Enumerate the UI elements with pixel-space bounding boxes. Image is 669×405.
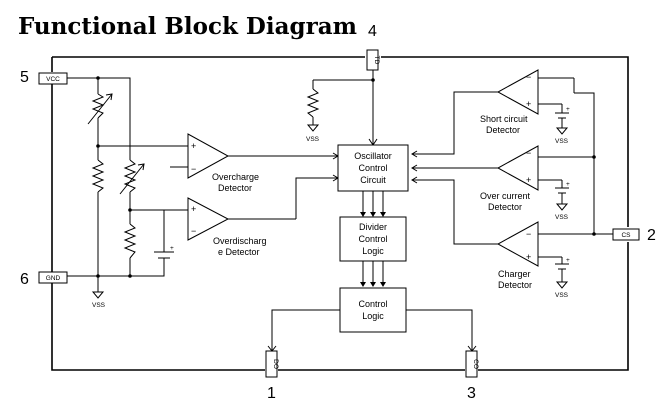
- svg-text:Control: Control: [358, 299, 387, 309]
- svg-text:Divider: Divider: [359, 222, 387, 232]
- overdischarge-comparator: + − Overdischarg e Detector: [187, 174, 339, 257]
- overcharge-label-2: Detector: [218, 183, 252, 193]
- diagram-title: Functional Block Diagram: [18, 13, 357, 40]
- svg-text:VSS: VSS: [555, 292, 569, 299]
- pin-do: DO 1: [265, 350, 279, 402]
- svg-text:Oscillator: Oscillator: [354, 151, 392, 161]
- oscillator-control-block: Oscillator Control Circuit: [337, 144, 409, 192]
- pin-do-number: 1: [267, 385, 276, 402]
- pin-vcc: VCC 5: [20, 69, 68, 86]
- svg-text:+: +: [170, 245, 174, 252]
- pin-gnd: GND 6: [20, 271, 68, 288]
- svg-text:−: −: [526, 148, 531, 158]
- svg-text:−: −: [191, 226, 196, 236]
- short-circuit-label-1: Short circuit: [480, 114, 528, 124]
- pin-do-label: DO: [272, 359, 279, 369]
- osc-to-divider-arrows: [360, 191, 386, 217]
- vss-label-left: VSS: [92, 302, 106, 309]
- pin-co-number: 3: [467, 385, 476, 402]
- over-current-label-1: Over current: [480, 191, 531, 201]
- overdischarge-label-1: Overdischarg: [213, 236, 267, 246]
- pin-gnd-number: 6: [20, 271, 29, 288]
- svg-text:Logic: Logic: [362, 311, 384, 321]
- svg-text:Control: Control: [358, 234, 387, 244]
- pin-td: TD 4: [366, 23, 380, 71]
- overdischarge-label-2: e Detector: [218, 247, 260, 257]
- svg-text:+: +: [566, 106, 570, 113]
- svg-text:VSS: VSS: [555, 214, 569, 221]
- pin-vcc-number: 5: [20, 69, 29, 86]
- divider-control-block: Divider Control Logic: [339, 216, 407, 262]
- svg-text:+: +: [526, 99, 531, 109]
- control-logic-block: Control Logic: [339, 287, 407, 333]
- td-network: VSS: [306, 70, 378, 146]
- svg-text:VSS: VSS: [555, 138, 569, 145]
- right-detectors: − + VSS + Short circuit Detector − + VSS…: [411, 69, 613, 299]
- pin-vcc-label: VCC: [46, 76, 60, 83]
- pin-gnd-label: GND: [46, 275, 61, 282]
- overcharge-label-1: Overcharge: [212, 172, 259, 182]
- pin-co-label: CO: [472, 359, 479, 369]
- svg-text:+: +: [566, 181, 570, 188]
- pin-cs: CS 2: [612, 227, 656, 244]
- overcharge-comparator: + − Overcharge Detector: [170, 133, 339, 193]
- short-circuit-label-2: Detector: [486, 125, 520, 135]
- pin-cs-number: 2: [647, 227, 656, 244]
- svg-text:Control: Control: [358, 163, 387, 173]
- left-resistor-network: VSS +: [67, 76, 188, 309]
- svg-text:+: +: [191, 204, 196, 214]
- svg-text:+: +: [526, 252, 531, 262]
- svg-text:−: −: [191, 164, 196, 174]
- svg-text:−: −: [526, 72, 531, 82]
- svg-text:+: +: [566, 257, 570, 264]
- vss-label-td: VSS: [306, 136, 320, 143]
- pin-td-number: 4: [368, 23, 377, 40]
- control-outputs: [267, 309, 477, 352]
- pin-co: CO 3: [465, 350, 479, 402]
- svg-text:Logic: Logic: [362, 246, 384, 256]
- over-current-label-2: Detector: [488, 202, 522, 212]
- svg-text:−: −: [526, 229, 531, 239]
- pin-cs-label: CS: [621, 232, 631, 239]
- svg-text:+: +: [191, 141, 196, 151]
- divider-to-control-arrows: [360, 261, 386, 287]
- pin-td-label: TD: [373, 56, 380, 65]
- charger-label-2: Detector: [498, 280, 532, 290]
- svg-text:Circuit: Circuit: [360, 175, 386, 185]
- charger-label-1: Charger: [498, 269, 531, 279]
- chip-outline: [51, 56, 629, 371]
- svg-text:+: +: [526, 175, 531, 185]
